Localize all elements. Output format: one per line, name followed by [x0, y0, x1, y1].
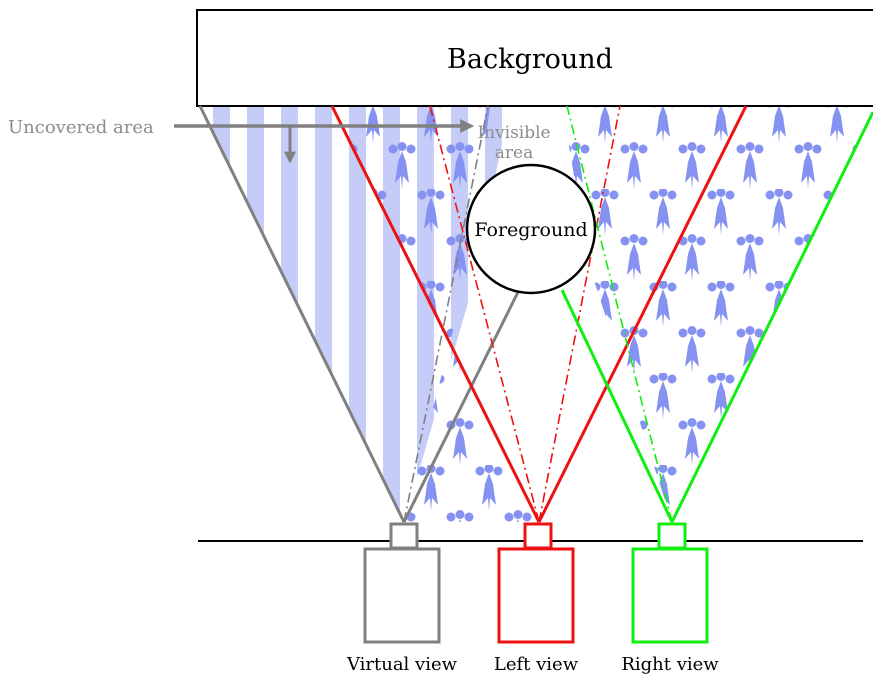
virtual-view-cone-right [402, 287, 522, 523]
foreground-circle [465, 163, 597, 295]
uncovered-area-label: Uncovered area [8, 117, 154, 138]
left-view-cone-right [537, 105, 748, 523]
virtual-view-label: Virtual view [346, 654, 458, 675]
right-view-coverage-region [562, 106, 873, 522]
left-view-label: Left view [494, 654, 579, 675]
background-box [196, 9, 873, 107]
right-view-dashed-ray [566, 105, 673, 523]
virtual-camera [363, 522, 441, 644]
right-view-cone-right [670, 111, 873, 523]
left-view-cone-left [330, 105, 541, 523]
invisible-area-label-line2: area [495, 143, 533, 163]
right-camera [631, 522, 709, 644]
background-label: Background [447, 44, 613, 75]
left-view-dashed-ray-1 [429, 105, 540, 523]
right-view-label: Right view [621, 654, 719, 675]
right-view-cone-left [560, 289, 674, 523]
invisible-area-label-line1: Invisible [477, 123, 550, 143]
foreground-label: Foreground [474, 219, 587, 241]
virtual-view-cone-left [198, 105, 406, 523]
left-camera [497, 522, 575, 644]
